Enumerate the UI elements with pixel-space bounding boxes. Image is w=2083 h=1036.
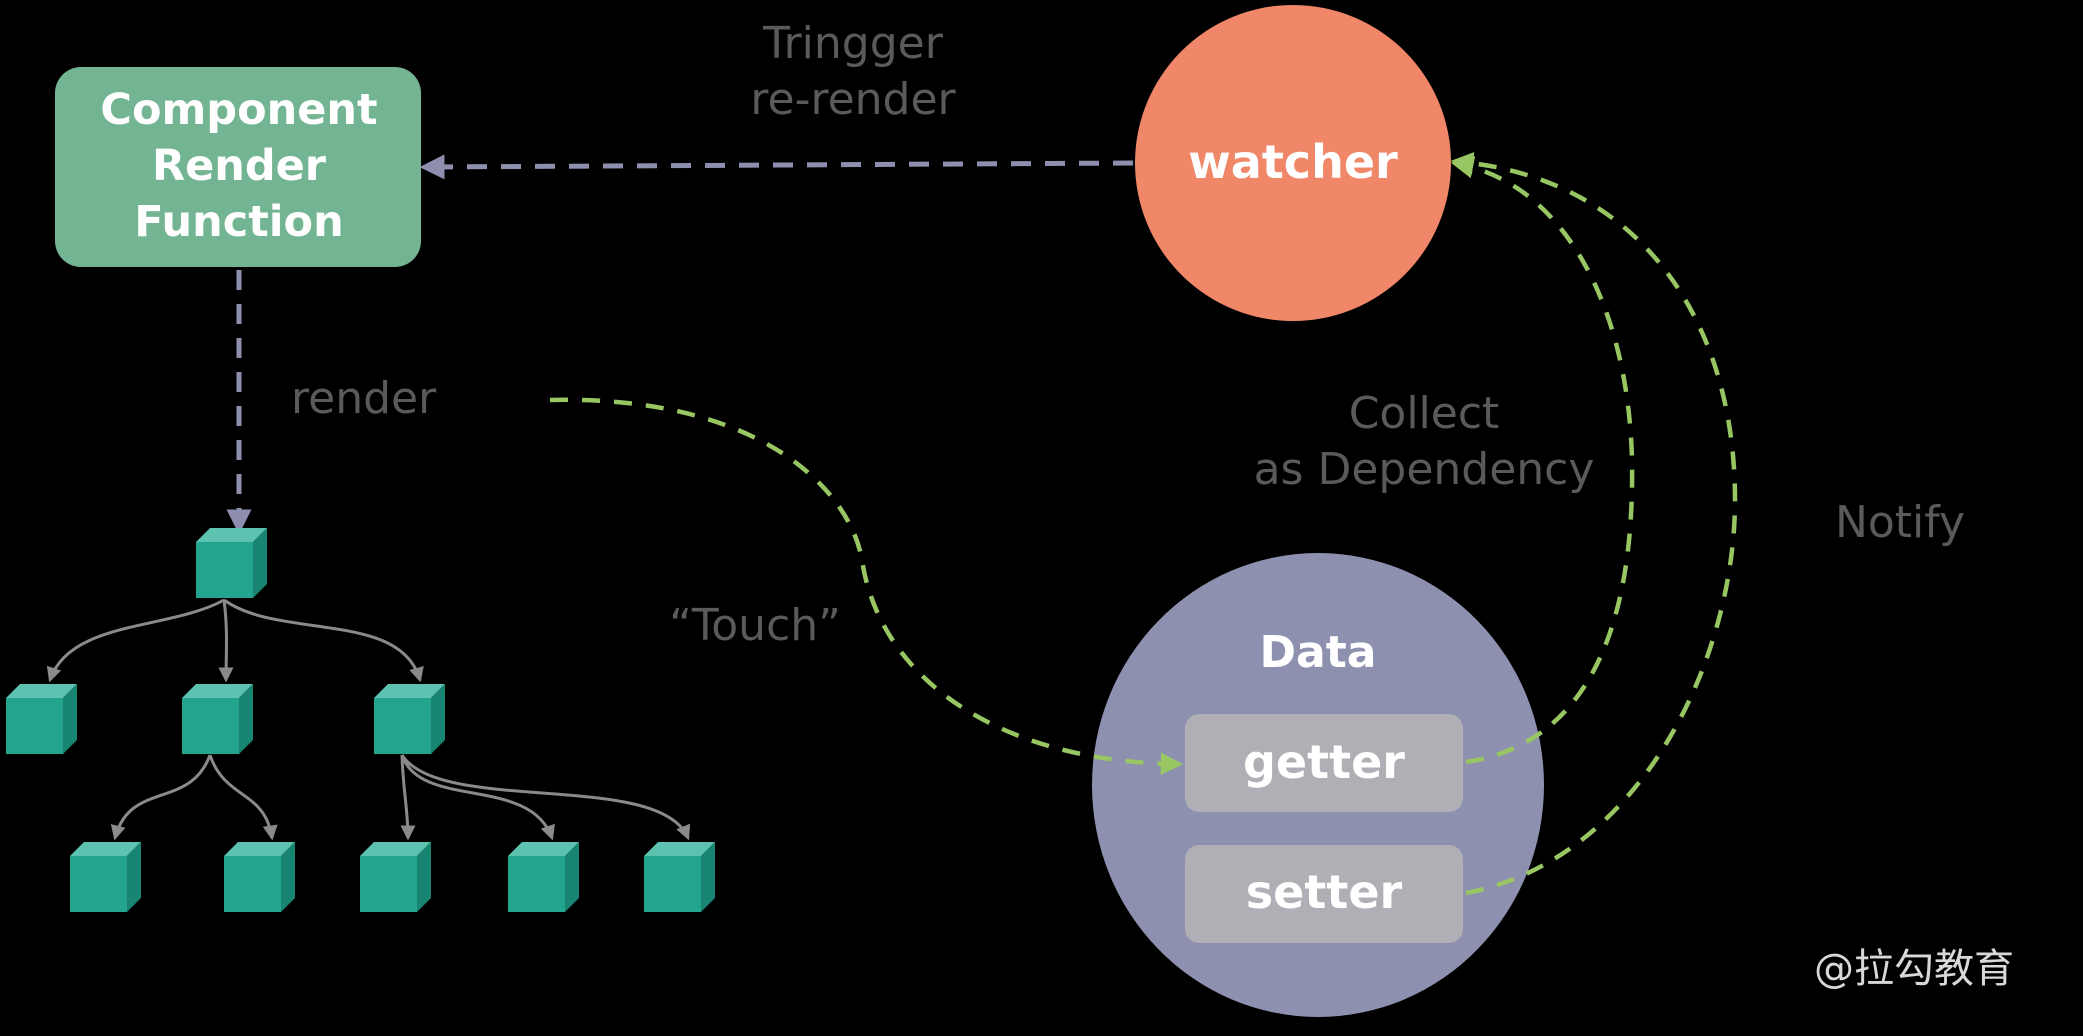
render-label: render — [291, 373, 437, 424]
trigger-label-line-2: re-render — [750, 74, 956, 125]
cube-icon — [224, 842, 295, 912]
setter-label: setter — [1246, 865, 1403, 919]
component-render-function-node: Component Render Function — [55, 67, 421, 267]
data-node: Data getter setter — [1092, 553, 1544, 1017]
cube-icon — [374, 684, 445, 754]
touch-edge — [549, 397, 1184, 775]
collect-label-line-2: as Dependency — [1254, 444, 1595, 495]
data-label: Data — [1260, 627, 1377, 678]
component-title-line-1: Component — [100, 85, 377, 135]
component-tree — [6, 528, 715, 912]
tree-link — [208, 754, 278, 841]
tree-link — [400, 754, 555, 841]
touch-label: “Touch” — [669, 600, 841, 651]
tree-link — [218, 599, 234, 683]
tree-link — [46, 598, 225, 683]
setter-box — [1185, 845, 1463, 943]
cube-icon — [6, 684, 77, 754]
cube-icon — [508, 842, 579, 912]
notify-label: Notify — [1835, 497, 1965, 548]
cube-icon — [360, 842, 431, 912]
cube-icon — [70, 842, 141, 912]
tree-link — [400, 754, 691, 841]
cube-icon — [196, 528, 267, 598]
cube-icon — [182, 684, 253, 754]
tree-link — [110, 754, 212, 841]
notify-edge — [1450, 151, 1738, 896]
watcher-circle — [1135, 5, 1451, 321]
cube-icon — [644, 842, 715, 912]
watermark: @拉勾教育 — [1814, 946, 2014, 992]
tree-link — [400, 754, 416, 841]
tree-link — [223, 598, 424, 683]
component-render-function-box — [55, 67, 421, 267]
component-title-line-3: Function — [134, 197, 343, 247]
watcher-label: watcher — [1188, 135, 1398, 189]
getter-box — [1185, 714, 1463, 812]
trigger-rerender-edge — [419, 154, 1134, 180]
trigger-label-line-1: Tringger — [762, 18, 944, 69]
watcher-node: watcher — [1135, 5, 1451, 321]
component-title-line-2: Render — [152, 141, 327, 191]
collect-dependency-edge — [1450, 156, 1635, 765]
getter-label: getter — [1243, 735, 1405, 789]
collect-label-line-1: Collect — [1349, 388, 1500, 439]
